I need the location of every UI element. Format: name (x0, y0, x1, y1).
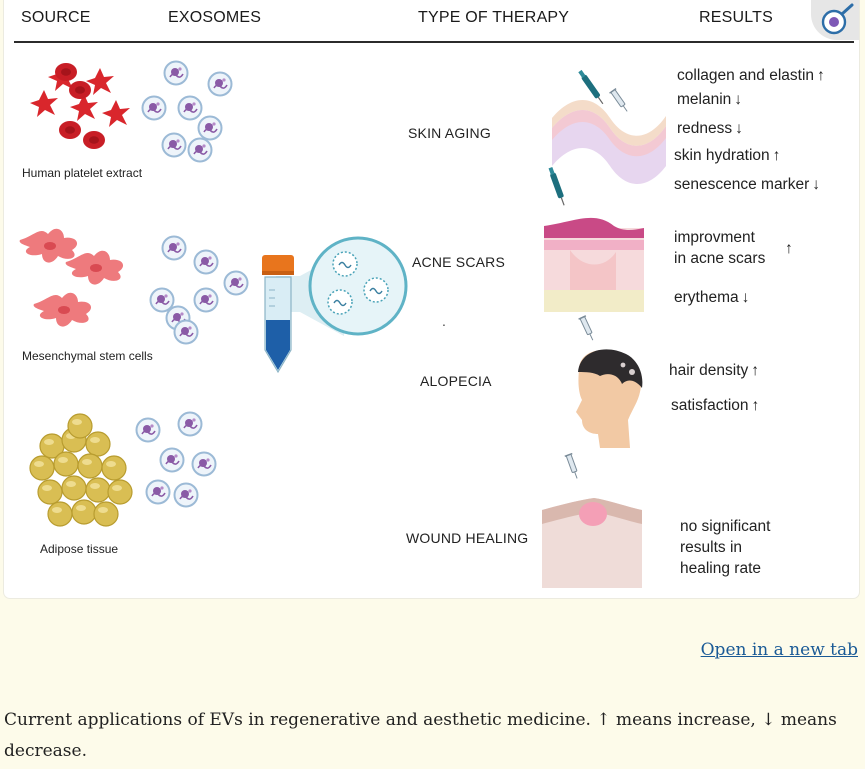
platelet-extract-illustration (30, 63, 130, 149)
result-acne-scars-2: in acne scars (674, 250, 766, 267)
result-skin-aging-1: collagen and elastin↑ (677, 67, 825, 84)
alopecia-illustration (576, 315, 643, 448)
arrow-down-icon: ↓ (812, 176, 821, 193)
result-wound-healing-1: no significant (680, 518, 771, 535)
source-label-platelet: Human platelet extract (22, 166, 143, 180)
header-type-of-therapy: TYPE OF THERAPY (418, 9, 570, 26)
arrow-down-icon: ↓ (734, 91, 743, 108)
header-exosomes: EXOSOMES (168, 9, 262, 26)
source-label-stem-cells: Mesenchymal stem cells (22, 349, 153, 363)
stray-dot: . (442, 313, 446, 329)
acne-scars-illustration (544, 166, 644, 312)
magnifier-icon[interactable] (818, 2, 860, 38)
wound-healing-illustration (542, 452, 642, 588)
arrow-up-icon: ↑ (751, 397, 760, 414)
result-skin-aging-5: senescence marker↓ (674, 176, 821, 193)
header-divider (14, 41, 854, 43)
result-alopecia-1: hair density↑ (669, 362, 760, 379)
therapy-acne-scars: ACNE SCARS (412, 254, 506, 270)
result-acne-scars-erythema: erythema↓ (674, 289, 750, 306)
header-source: SOURCE (21, 9, 91, 26)
arrow-down-icon: ↓ (741, 289, 750, 306)
result-skin-aging-4: skin hydration↑ (674, 147, 781, 164)
adipose-tissue-illustration (29, 413, 133, 527)
magnified-exosomes (327, 251, 389, 315)
exosomes-group-platelet (141, 60, 233, 163)
result-skin-aging-3: redness↓ (677, 120, 743, 137)
exosome-therapy-figure: . SOURCE EXOSOMES TYPE OF THERAPY RESULT… (4, 0, 859, 598)
arrow-up-icon: ↑ (751, 362, 760, 379)
arrow-down-icon: ↓ (735, 120, 743, 137)
result-skin-aging-2: melanin↓ (677, 91, 743, 108)
result-alopecia-2: satisfaction↑ (671, 397, 760, 414)
open-in-new-tab-link[interactable]: Open in a new tab (700, 640, 858, 660)
result-acne-scars-1: improvment (674, 229, 755, 246)
arrow-up-icon: ↑ (772, 147, 781, 164)
arrow-up-icon: ↑ (817, 67, 825, 84)
exosomes-group-adipose (135, 411, 217, 508)
skin-aging-illustration (552, 68, 666, 184)
result-wound-healing-2: results in (680, 539, 743, 556)
header-results: RESULTS (699, 9, 774, 26)
result-wound-healing-3: healing rate (680, 560, 762, 577)
mesenchymal-stem-cells-illustration (19, 228, 124, 327)
figure-caption: Current applications of EVs in regenerat… (4, 710, 837, 761)
therapy-wound-healing: WOUND HEALING (406, 530, 529, 546)
therapy-skin-aging: SKIN AGING (408, 125, 491, 141)
figure-illustrations: . (19, 60, 666, 588)
arrow-up-icon: ↑ (785, 240, 793, 257)
therapy-alopecia: ALOPECIA (420, 373, 492, 389)
source-label-adipose: Adipose tissue (40, 542, 119, 556)
exosomes-group-stem (149, 235, 249, 345)
